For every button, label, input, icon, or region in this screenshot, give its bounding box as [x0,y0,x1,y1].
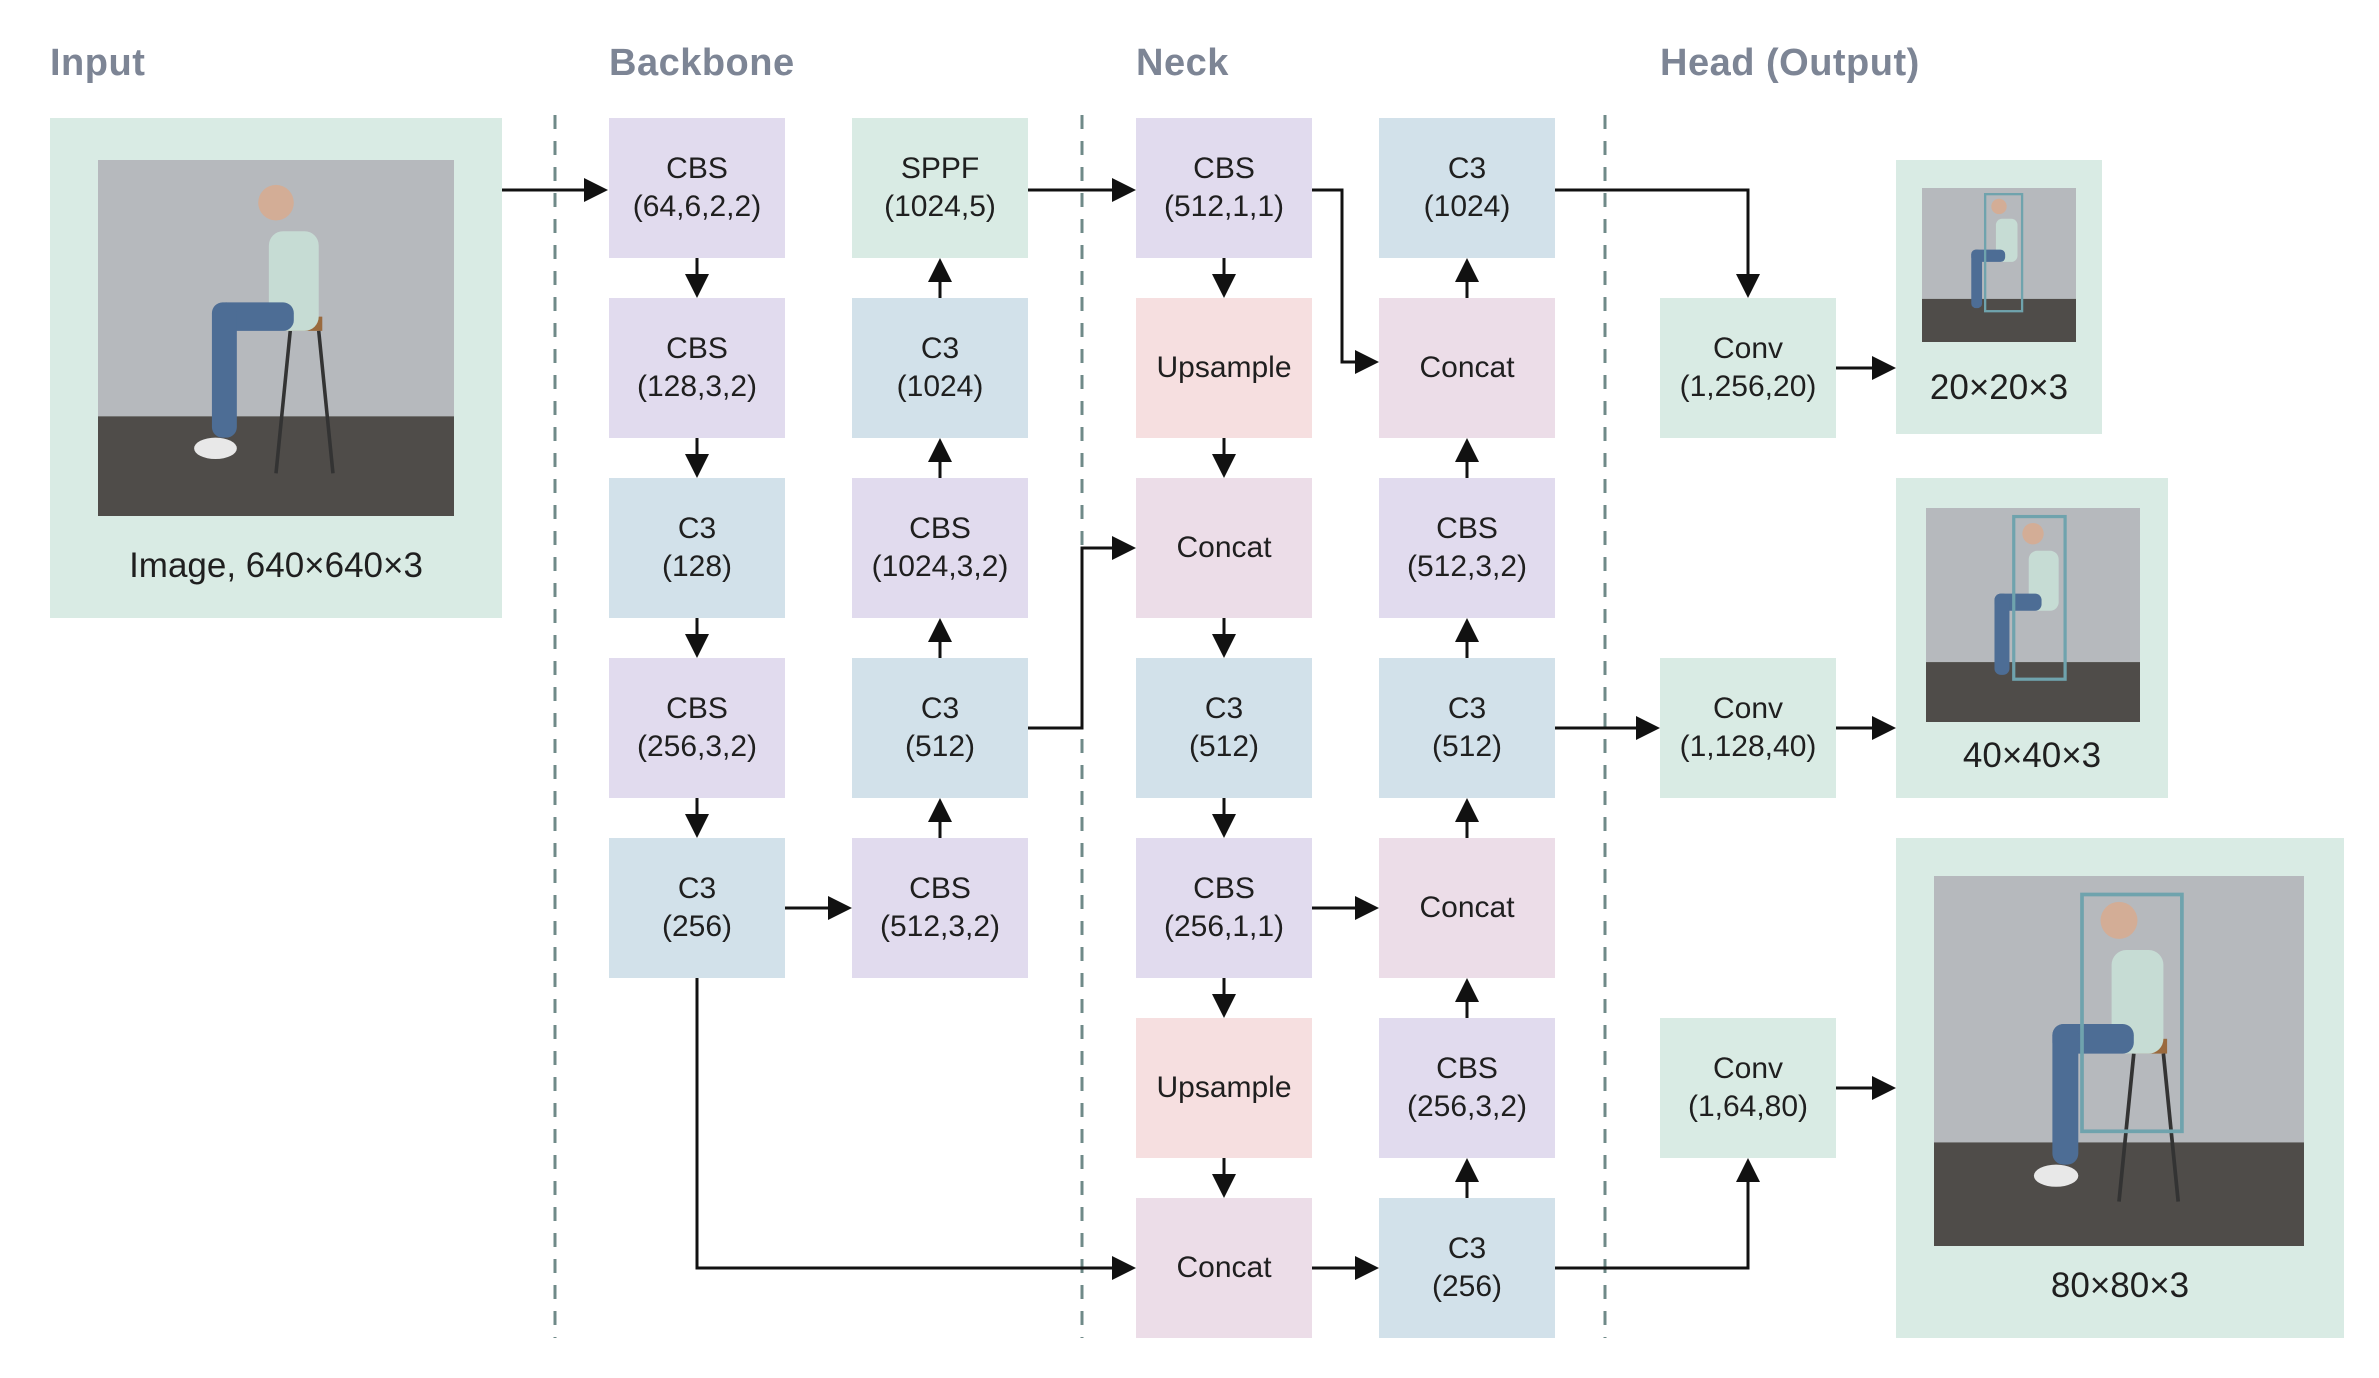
backbone-cbs-64: CBS (64,6,2,2) [609,118,785,258]
neck-concat-3: Concat [1379,298,1555,438]
block-name: CBS [909,512,971,545]
neck-c3-1024: C3 (1024) [1379,118,1555,258]
block-name: C3 [1204,692,1244,725]
block-name: C3 [1447,692,1487,725]
block-name: CBS [909,872,971,905]
head-conv-80: Conv (1,64,80) [1660,1018,1836,1158]
block-name: Concat [1419,351,1515,384]
block-params: (128) [661,550,733,583]
section-title-head: Head (Output) [1660,42,1920,84]
output-caption-80: 80×80×3 [2050,1266,2190,1305]
head-conv-20: Conv (1,256,20) [1660,298,1836,438]
block-name: Conv [1712,692,1784,725]
block-name: CBS [666,152,728,185]
input-panel: Image, 640×640×3 [50,118,502,618]
neck-c3-256: C3 (256) [1379,1198,1555,1338]
block-name: Concat [1176,531,1272,564]
backbone-c3-128: C3 (128) [609,478,785,618]
block-params: (1024,5) [884,190,996,223]
block-name: Upsample [1156,1071,1292,1104]
output-panel-40: 40×40×3 [1896,478,2168,798]
output-photo-20 [1922,188,2076,342]
block-params: (1024) [1423,190,1511,223]
arrow-cbs512-to-concat [1312,188,1379,374]
arrow-skip-c3-256 [695,978,1136,1280]
block-params: (1024,3,2) [871,550,1009,583]
arrow-c3-1024-to-head [1555,188,1760,298]
neck-c3-512-b: C3 (512) [1379,658,1555,798]
input-photo [98,160,454,516]
block-params: (512,1,1) [1163,190,1285,223]
block-params: (1,256,20) [1679,370,1817,403]
neck-cbs-512-down: CBS (512,3,2) [1379,478,1555,618]
output-photo-80 [1934,876,2304,1246]
output-caption-40: 40×40×3 [1962,736,2102,775]
block-params: (1024) [896,370,984,403]
output-panel-20: 20×20×3 [1896,160,2102,434]
block-params: (1,128,40) [1679,730,1817,763]
head-conv-40: Conv (1,128,40) [1660,658,1836,798]
backbone-cbs-256: CBS (256,3,2) [609,658,785,798]
neck-concat-1: Concat [1136,478,1312,618]
block-name: CBS [1436,1052,1498,1085]
block-name: C3 [677,512,717,545]
backbone-cbs-1024: CBS (1024,3,2) [852,478,1028,618]
output-photo-40 [1926,508,2140,722]
block-name: Concat [1419,891,1515,924]
block-params: (512,3,2) [879,910,1001,943]
block-params: (512) [1188,730,1260,763]
section-title-neck: Neck [1136,42,1229,84]
block-params: (256,1,1) [1163,910,1285,943]
block-name: C3 [1447,152,1487,185]
block-name: C3 [1447,1232,1487,1265]
arrow-c3-256-to-head [1555,1158,1760,1270]
block-name: CBS [1193,872,1255,905]
arrow-c3-512-to-concat [1028,536,1136,730]
block-name: SPPF [900,152,980,185]
block-params: (128,3,2) [636,370,758,403]
neck-c3-512: C3 (512) [1136,658,1312,798]
block-params: (1,64,80) [1687,1090,1809,1123]
neck-concat-4: Concat [1379,838,1555,978]
neck-cbs-256: CBS (256,1,1) [1136,838,1312,978]
block-name: C3 [677,872,717,905]
block-params: (256) [661,910,733,943]
block-params: (256,3,2) [636,730,758,763]
backbone-c3-512: C3 (512) [852,658,1028,798]
block-name: Concat [1176,1251,1272,1284]
block-name: Conv [1712,1052,1784,1085]
backbone-sppf: SPPF (1024,5) [852,118,1028,258]
section-title-input: Input [50,42,146,84]
neck-upsample-2: Upsample [1136,1018,1312,1158]
output-caption-20: 20×20×3 [1929,368,2069,407]
block-params: (256,3,2) [1406,1090,1528,1123]
block-name: Upsample [1156,351,1292,384]
block-params: (512,3,2) [1406,550,1528,583]
block-name: Conv [1712,332,1784,365]
block-params: (512) [904,730,976,763]
backbone-cbs-512: CBS (512,3,2) [852,838,1028,978]
block-params: (512) [1431,730,1503,763]
block-params: (256) [1431,1270,1503,1303]
backbone-cbs-128: CBS (128,3,2) [609,298,785,438]
block-name: C3 [920,332,960,365]
input-image-caption: Image, 640×640×3 [129,546,423,585]
section-title-backbone: Backbone [609,42,795,84]
neck-cbs-512: CBS (512,1,1) [1136,118,1312,258]
block-params: (64,6,2,2) [632,190,762,223]
neck-upsample-1: Upsample [1136,298,1312,438]
block-name: CBS [666,692,728,725]
backbone-c3-256: C3 (256) [609,838,785,978]
block-name: C3 [920,692,960,725]
output-panel-80: 80×80×3 [1896,838,2344,1338]
block-name: CBS [1436,512,1498,545]
backbone-c3-1024: C3 (1024) [852,298,1028,438]
block-name: CBS [1193,152,1255,185]
block-name: CBS [666,332,728,365]
neck-concat-2: Concat [1136,1198,1312,1338]
neck-cbs-256-down: CBS (256,3,2) [1379,1018,1555,1158]
